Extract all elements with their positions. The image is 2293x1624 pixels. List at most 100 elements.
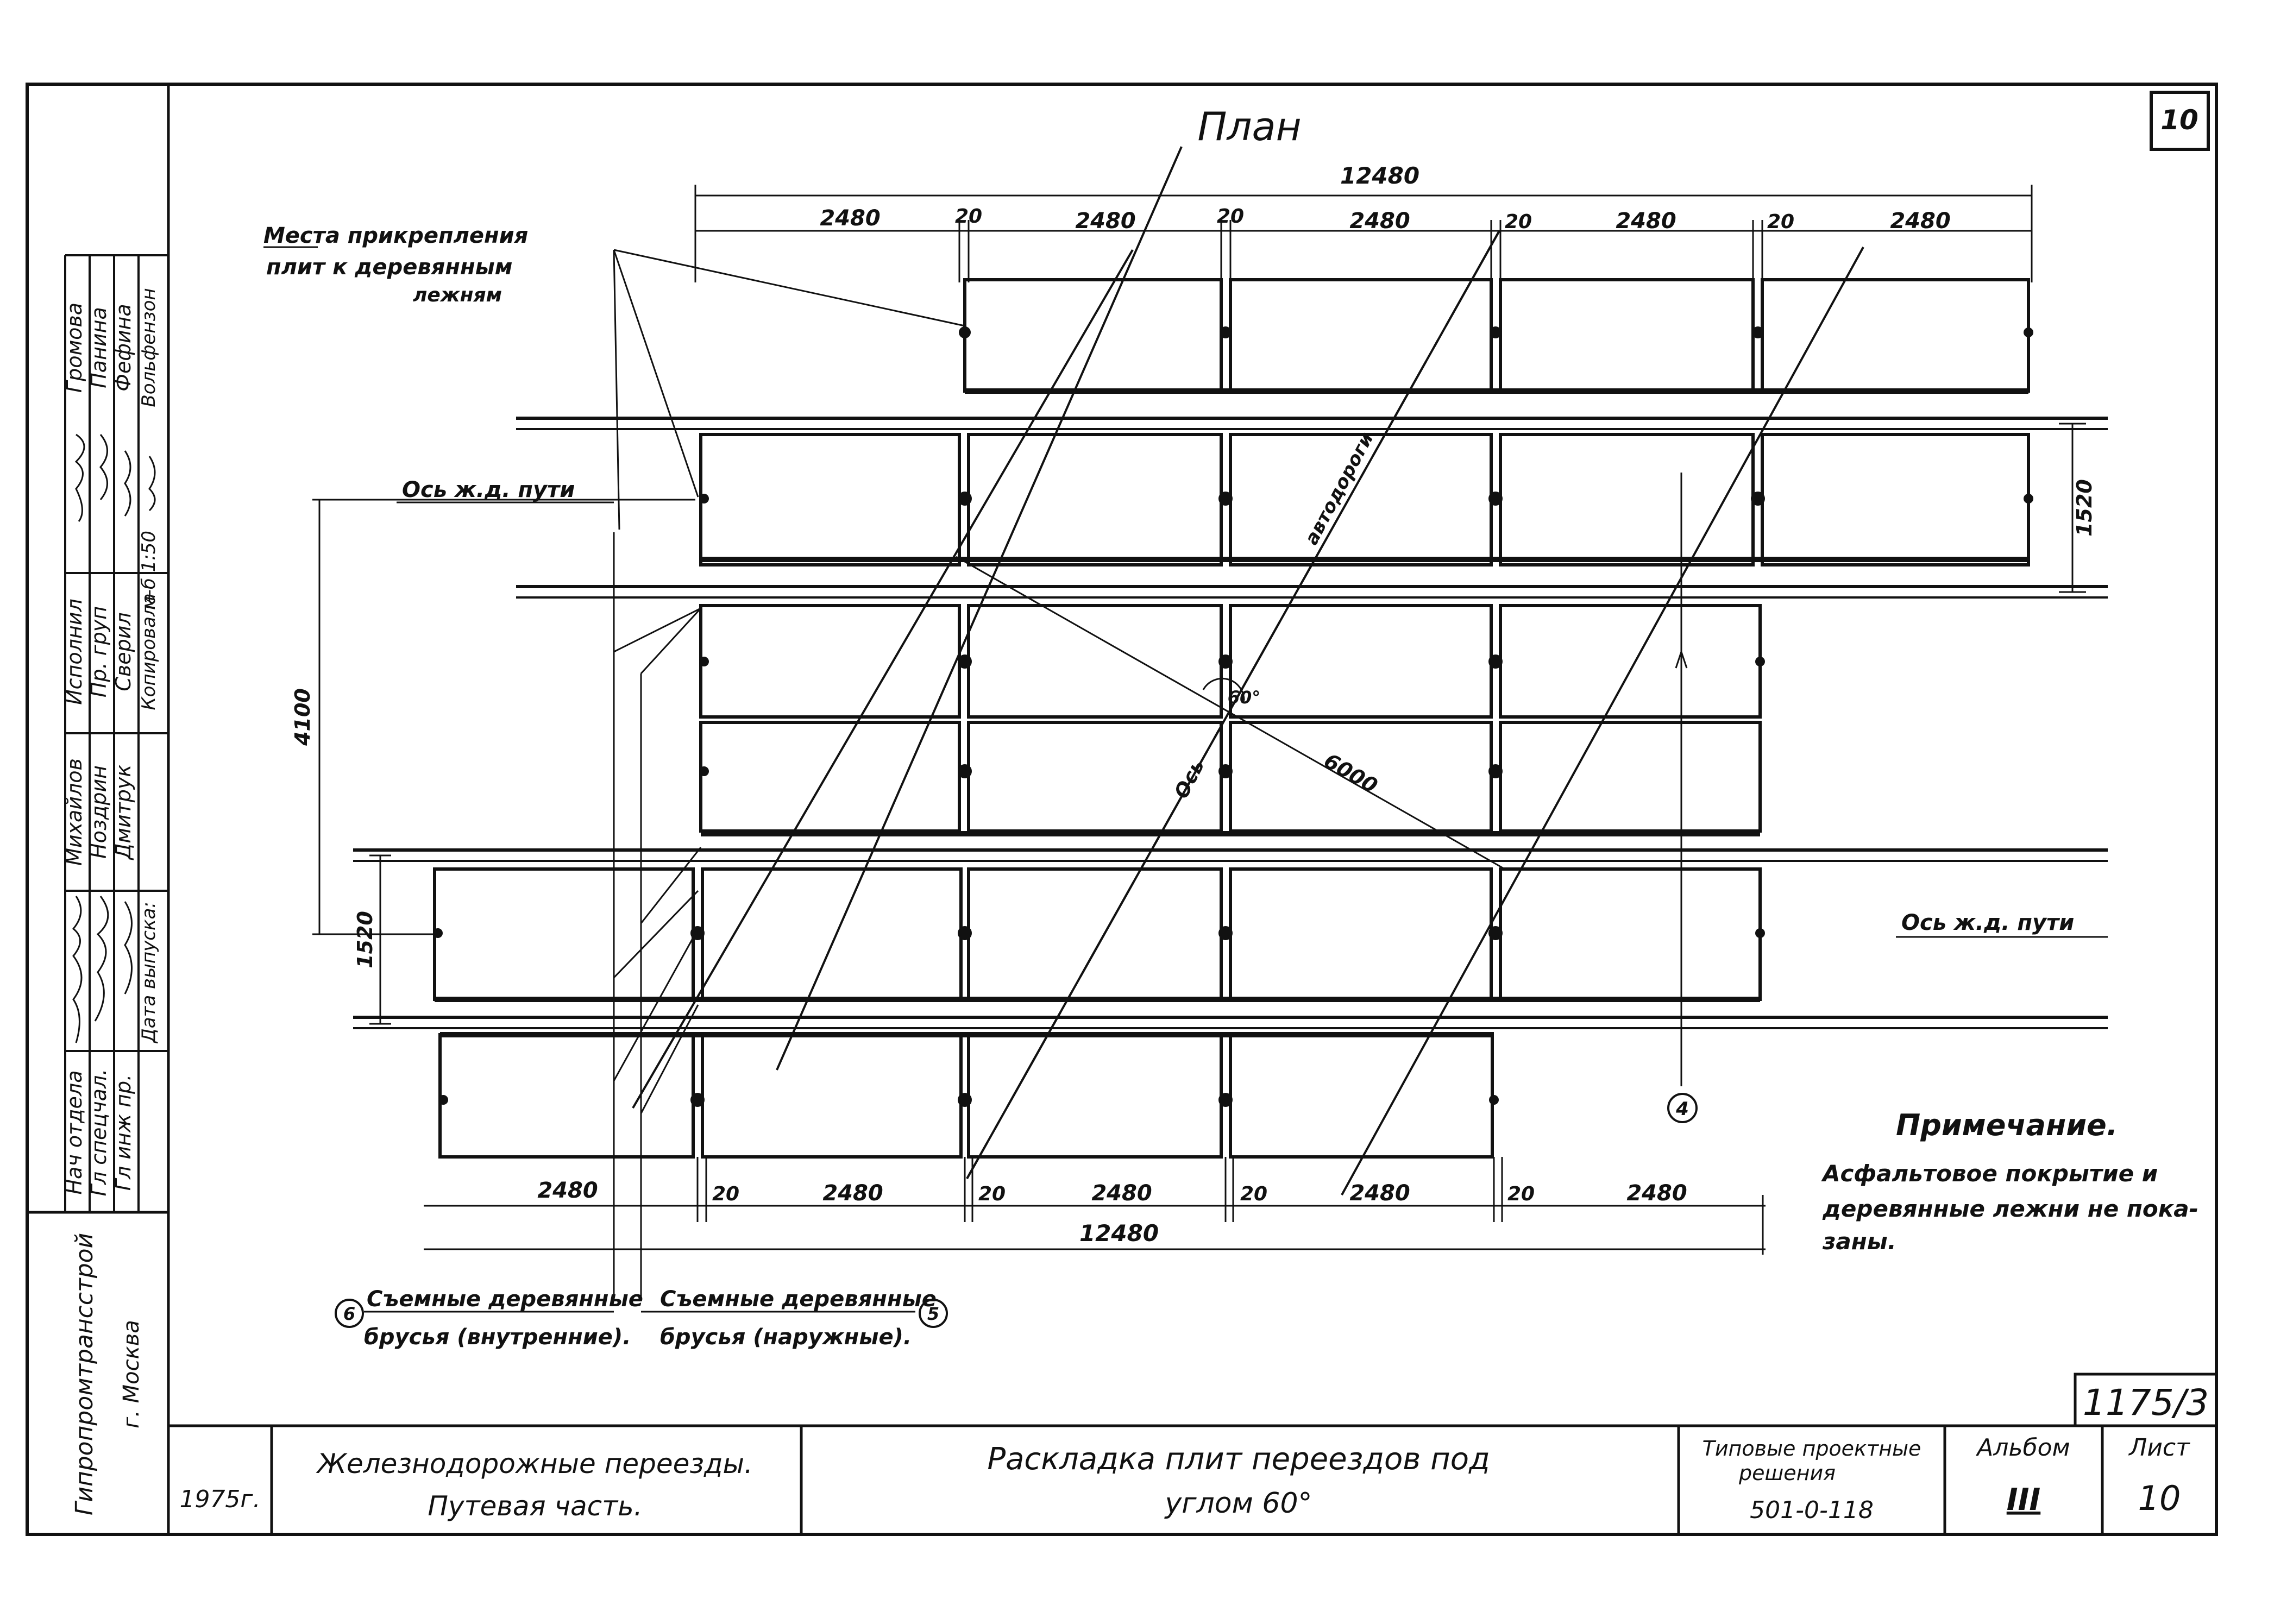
dim-top-panel-2: 2480 (1075, 209, 1135, 234)
title-block-grid (168, 1373, 2218, 1534)
dim-top-panel-4: 2480 (1616, 209, 1676, 234)
signatures (72, 433, 156, 1043)
sheet-value: 10 (2138, 1478, 2181, 1518)
stamp-name-2: Ноздрин (87, 765, 111, 859)
dim-top-panel-1: 2480 (820, 206, 880, 231)
dim-gauge-lower: 1520 (353, 911, 377, 968)
stamp-name2-3: Фефина (111, 304, 135, 391)
note-title: Примечание. (1896, 1108, 2118, 1142)
drawing-line-2: углом 60° (1164, 1487, 1312, 1520)
side-stamp-texts: Нач отдела Гл спецчал. Гл инж пр. Дата в… (62, 288, 160, 1515)
stamp-role-2: Гл спецчал. (87, 1069, 111, 1197)
dim-bottom-panel-3: 2480 (1091, 1181, 1152, 1206)
stamp-name-1: Михайлов (62, 758, 86, 866)
corner-sheet-box (2150, 91, 2210, 151)
track-axis-left: Ось ж.д. пути (402, 477, 575, 502)
dim-top-gap-4: 20 (1767, 211, 1794, 233)
album-label: Альбом (1975, 1434, 2070, 1462)
sheet-label: Лист (2128, 1434, 2190, 1462)
dim-top-gap-1: 20 (955, 205, 982, 228)
note-line-1: Асфальтовое покрытие и (1821, 1160, 2158, 1187)
bottom-dimensions (424, 1157, 1766, 1255)
callout-5-circle (919, 1299, 948, 1328)
dim-gauge-upper: 1520 (2072, 479, 2096, 537)
stamp-role-3: Гл инж пр. (111, 1074, 135, 1191)
angle-label: 60° (1228, 687, 1261, 708)
dim-top-gap-3: 20 (1505, 211, 1532, 233)
stamp-city: г. Москва (119, 1320, 144, 1428)
stamp-name-3: Дмитрук (111, 765, 135, 861)
attach-points-line-2: плит к деревянным (266, 255, 512, 280)
inner-beams-line-2: брусья (внутренние). (364, 1325, 631, 1350)
dim-total-top: 12480 (1340, 162, 1419, 189)
dim-bottom-gap-4: 20 (1507, 1183, 1535, 1205)
attach-points-leaders (613, 249, 965, 530)
attach-points-label: Места прикрепления плит к деревянным леж… (263, 223, 528, 306)
callout-4-leader (1675, 473, 1688, 1086)
stamp-role2-1: Исполнил (62, 599, 86, 705)
diagonal-6000 (956, 556, 1505, 870)
inner-beams-line-1: Съемные деревянные (367, 1287, 643, 1312)
stamp-name2-2: Панина (87, 307, 111, 388)
series-code: 501-0-118 (1750, 1496, 1874, 1524)
dim-top-gap-2: 20 (1217, 205, 1244, 228)
dim-bottom-gap-2: 20 (978, 1183, 1006, 1205)
side-stamp-grid (64, 254, 168, 1213)
dim-bottom-gap-1: 20 (712, 1183, 739, 1205)
stamp-date-label: Дата выпуска: (138, 902, 160, 1044)
dim-top-panel-5: 2480 (1890, 209, 1950, 234)
vertical-dimensions (312, 423, 2086, 1025)
stamp-role2-4: Копировала (138, 593, 160, 710)
dim-top-panels: 2480 20 2480 20 2480 20 2480 20 2480 (820, 205, 1950, 234)
inner-beams-leaders (613, 532, 701, 1301)
dim-bottom-panel-5: 2480 (1626, 1181, 1687, 1206)
stamp-role2-3: Сверил (111, 612, 135, 691)
callout-6-circle (335, 1299, 364, 1328)
road-axis-centerline (966, 230, 1500, 1179)
outer-beams-line-1: Съемные деревянные (660, 1287, 937, 1312)
outer-beams-line-2: брусья (наружные). (660, 1325, 912, 1350)
slabs-row-4 (699, 721, 1762, 836)
dim-track-spacing: 4100 (291, 688, 315, 746)
plan-title: План (1197, 104, 1301, 149)
angle-arc (1202, 677, 1245, 701)
road-axis-label: автодороги (1301, 429, 1378, 549)
track-axis-right: Ось ж.д. пути (1901, 910, 2074, 935)
note-line-3: заны. (1822, 1228, 1896, 1255)
top-dimensions (694, 185, 2033, 282)
slabs-row-5 (433, 867, 1762, 1002)
title-year: 1975г. (179, 1485, 260, 1513)
road-skew-lines (632, 146, 1864, 1195)
series-line-2: решения (1738, 1461, 1836, 1485)
album-value: III (2007, 1482, 2041, 1518)
note-line-2: деревянные лежни не пока- (1822, 1195, 2198, 1222)
stamp-scale: м-б 1:50 (138, 531, 160, 610)
dim-bottom-panel-2: 2480 (822, 1181, 883, 1206)
upper-track (516, 417, 2108, 599)
callout-6-label: 6 (343, 1304, 355, 1324)
outer-frame (26, 83, 2218, 1536)
dim-total-bottom: 12480 (1079, 1220, 1159, 1247)
doc-code: 1175/3 (2083, 1382, 2209, 1424)
stamp-role2-2: Пр. груп (87, 606, 111, 697)
project-line-1: Железнодорожные переезды. (316, 1448, 753, 1480)
dim-bottom-panels: 2480 20 2480 20 2480 20 2480 20 2480 (537, 1178, 1687, 1206)
callout-4-circle (1667, 1093, 1698, 1123)
joint-connectors (433, 326, 2033, 1107)
dim-bottom-panel-1: 2480 (537, 1178, 598, 1203)
project-line-2: Путевая часть. (428, 1490, 642, 1522)
diagonal-length-label: 6000 (1320, 748, 1382, 798)
callout-5-label: 5 (927, 1304, 939, 1324)
drawing-line-1: Раскладка плит переездов под (987, 1442, 1490, 1477)
attach-points-line-3: лежням (413, 284, 502, 306)
lower-track (353, 848, 2108, 1029)
dim-bottom-panel-4: 2480 (1349, 1181, 1410, 1206)
stamp-name2-1: Громова (62, 303, 86, 393)
series-line-1: Типовые проектные (1703, 1437, 1921, 1461)
callout-4-label: 4 (1675, 1098, 1689, 1120)
dim-bottom-gap-3: 20 (1240, 1183, 1267, 1205)
stamp-org: Гипропромтрансстрой (71, 1233, 98, 1515)
dim-top-panel-3: 2480 (1349, 209, 1410, 234)
corner-sheet-number: 10 (2160, 104, 2198, 136)
